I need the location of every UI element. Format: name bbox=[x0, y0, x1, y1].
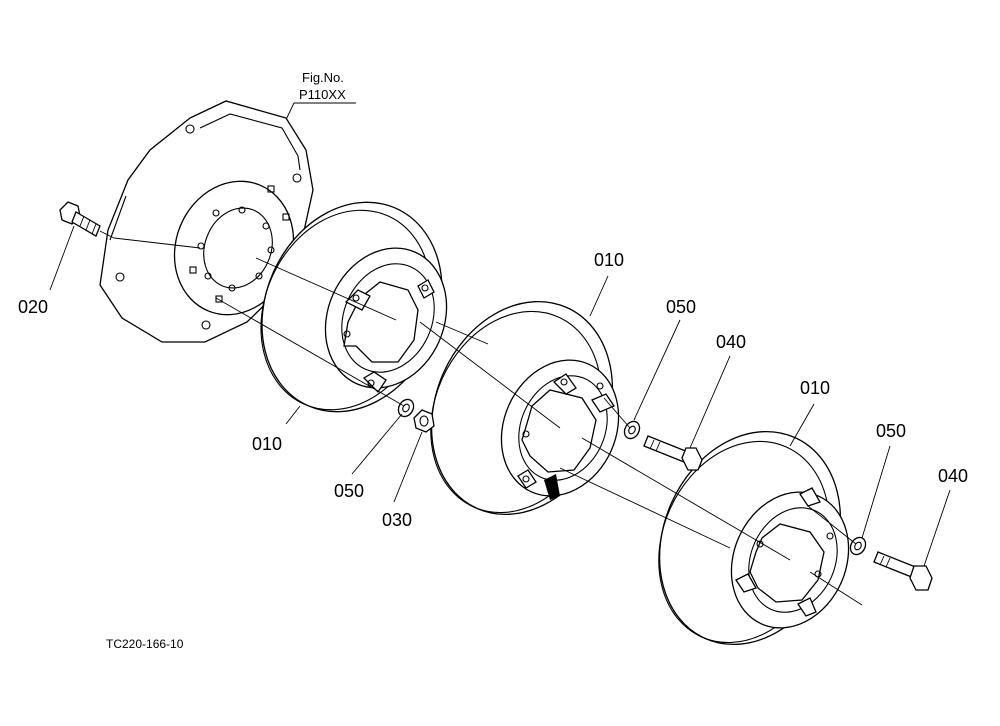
callout-bolt-040-mid: 040 bbox=[716, 332, 746, 352]
fig-no-value: P110XX bbox=[299, 87, 346, 102]
callout-washer-050-mid: 050 bbox=[666, 297, 696, 317]
washer-050-center bbox=[397, 398, 415, 418]
callout-washer-050-center: 050 bbox=[334, 481, 364, 501]
drawing-code: TC220-166-10 bbox=[106, 637, 184, 651]
bolt-040-mid bbox=[643, 435, 703, 471]
flywheel-plate bbox=[99, 100, 314, 343]
callout-bolt-040-right: 040 bbox=[938, 466, 968, 486]
assembly-centerlines bbox=[113, 237, 863, 606]
bolt-040-right bbox=[873, 551, 933, 591]
bolt-020 bbox=[59, 201, 115, 239]
callout-labels: 020 010 050 030 010 050 040 010 050 040 bbox=[18, 250, 968, 530]
coupling-disc-1 bbox=[260, 201, 448, 413]
nut-030 bbox=[413, 409, 435, 433]
callout-nut-030: 030 bbox=[382, 510, 412, 530]
figure-number: Fig.No. P110XX bbox=[281, 70, 356, 129]
callout-disc-2: 010 bbox=[594, 250, 624, 270]
fig-no-label: Fig.No. bbox=[302, 70, 344, 85]
callout-bolt-020: 020 bbox=[18, 297, 48, 317]
callout-disc-3: 010 bbox=[800, 378, 830, 398]
leader-lines bbox=[49, 225, 951, 567]
callout-disc-1: 010 bbox=[252, 434, 282, 454]
callout-washer-050-right: 050 bbox=[876, 421, 906, 441]
washer-050-right bbox=[849, 536, 867, 556]
coupling-disc-3 bbox=[658, 430, 850, 646]
